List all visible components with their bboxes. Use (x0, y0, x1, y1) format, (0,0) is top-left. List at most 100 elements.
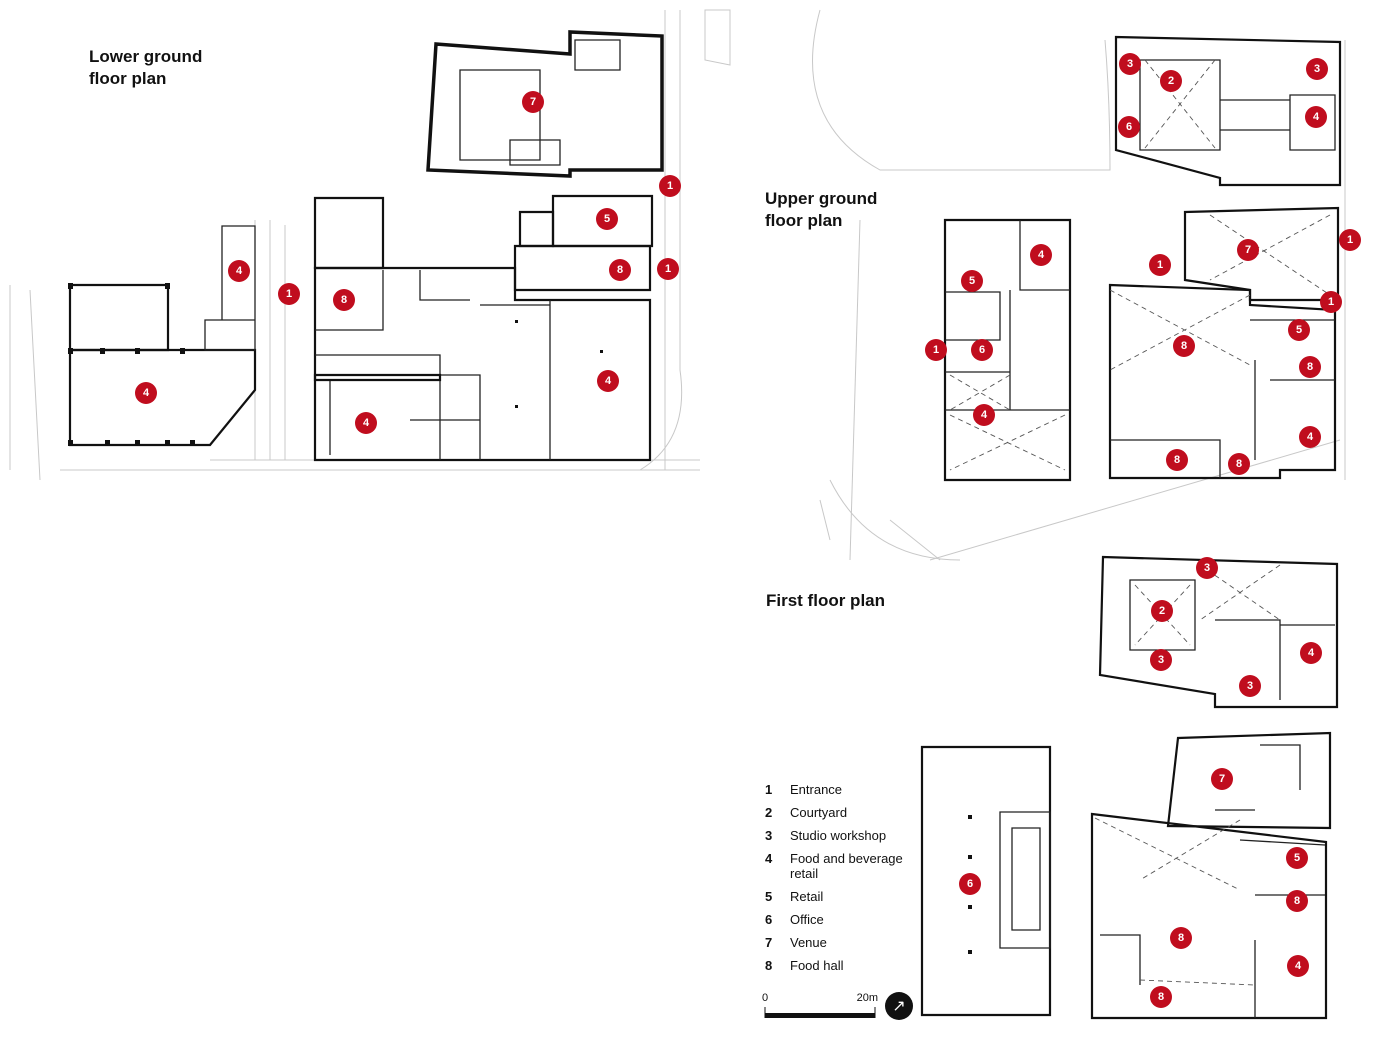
svg-text:6: 6 (967, 878, 973, 890)
legend-label: Office (790, 912, 824, 927)
svg-text:8: 8 (1178, 932, 1184, 944)
svg-text:4: 4 (981, 409, 988, 421)
svg-text:5: 5 (969, 275, 975, 287)
legend-number: 4 (765, 851, 773, 866)
svg-text:1: 1 (1157, 259, 1163, 271)
svg-text:1: 1 (933, 344, 939, 356)
marker-first-4: 4 (1300, 642, 1322, 664)
marker-first-2: 2 (1151, 600, 1173, 622)
svg-text:1: 1 (665, 263, 671, 275)
marker-first-8b: 8 (1170, 927, 1192, 949)
first-floor-bottom-plan (920, 731, 1332, 1020)
marker-lower-4b: 4 (597, 370, 619, 392)
marker-lower-8a: 8 (609, 259, 631, 281)
svg-text:3: 3 (1247, 680, 1253, 692)
marker-upper-6b: 6 (971, 339, 993, 361)
svg-text:7: 7 (530, 96, 536, 108)
svg-text:8: 8 (1294, 895, 1300, 907)
marker-upper-4c: 4 (973, 404, 995, 426)
marker-upper-8c: 8 (1166, 449, 1188, 471)
marker-upper-5a: 5 (961, 270, 983, 292)
marker-upper-1a: 1 (1149, 254, 1171, 276)
first-floor-title: First floor plan (766, 591, 885, 610)
marker-lower-8b: 8 (333, 289, 355, 311)
svg-text:8: 8 (1236, 458, 1242, 470)
svg-text:4: 4 (1307, 431, 1314, 443)
marker-lower-4c: 4 (135, 382, 157, 404)
svg-text:1: 1 (1328, 296, 1334, 308)
legend-label: Entrance (790, 782, 843, 797)
marker-first-5: 5 (1286, 847, 1308, 869)
marker-upper-7: 7 (1237, 239, 1259, 261)
marker-first-6: 6 (959, 873, 981, 895)
north-arrow-icon: ↗ (885, 992, 913, 1020)
marker-lower-1b: 1 (657, 258, 679, 280)
svg-text:1: 1 (286, 288, 292, 300)
legend-item: 7 Venue (765, 935, 925, 950)
svg-text:4: 4 (236, 265, 243, 277)
upper-ground-plan (704, 9, 1346, 561)
svg-text:4: 4 (363, 417, 370, 429)
svg-text:2: 2 (1159, 605, 1165, 617)
svg-text:5: 5 (1294, 852, 1300, 864)
legend-item: 1 Entrance (765, 782, 925, 797)
svg-text:8: 8 (1174, 454, 1180, 466)
svg-text:3: 3 (1204, 562, 1210, 574)
marker-lower-1a: 1 (659, 175, 681, 197)
legend-label: Retail (790, 889, 824, 904)
svg-text:6: 6 (979, 344, 985, 356)
svg-text:4: 4 (605, 375, 612, 387)
marker-lower-4a: 4 (228, 260, 250, 282)
svg-text:7: 7 (1219, 773, 1225, 785)
svg-text:4: 4 (1313, 111, 1320, 123)
marker-lower-4d: 4 (355, 412, 377, 434)
marker-upper-4b: 4 (1030, 244, 1052, 266)
svg-text:6: 6 (1126, 121, 1132, 133)
legend-label: Courtyard (790, 805, 848, 820)
scale-max-label: 20m (856, 992, 878, 1004)
legend-item: 3 Studio workshop (765, 828, 925, 843)
marker-first-3c: 3 (1239, 675, 1261, 697)
svg-text:1: 1 (1347, 234, 1353, 246)
marker-first-4b: 4 (1287, 955, 1309, 977)
marker-first-3b: 3 (1150, 649, 1172, 671)
svg-text:3: 3 (1127, 58, 1133, 70)
svg-text:5: 5 (604, 213, 610, 225)
legend-label: Studio workshop (790, 828, 887, 843)
marker-lower-1c: 1 (278, 283, 300, 305)
legend-number: 1 (765, 782, 773, 797)
marker-upper-5b: 5 (1288, 319, 1310, 341)
svg-text:4: 4 (143, 387, 150, 399)
legend-number: 7 (765, 935, 773, 950)
legend-number: 3 (765, 828, 773, 843)
marker-upper-6a: 6 (1118, 116, 1140, 138)
scale-zero-label: 0 (762, 992, 769, 1004)
marker-upper-1d: 1 (925, 339, 947, 361)
marker-upper-4a: 4 (1305, 106, 1327, 128)
marker-upper-2: 2 (1160, 70, 1182, 92)
marker-upper-3b: 3 (1306, 58, 1328, 80)
marker-first-3a: 3 (1196, 557, 1218, 579)
svg-text:5: 5 (1296, 324, 1302, 336)
legend-item: 5 Retail (765, 889, 925, 904)
legend-number: 8 (765, 958, 773, 973)
legend-item: 8 Food hall (765, 958, 925, 973)
svg-text:1: 1 (667, 180, 673, 192)
svg-text:4: 4 (1308, 647, 1315, 659)
marker-first-7: 7 (1211, 768, 1233, 790)
svg-text:8: 8 (1158, 991, 1164, 1003)
legend-label: Food hall (790, 958, 844, 973)
svg-text:7: 7 (1245, 244, 1251, 256)
marker-upper-8b: 8 (1299, 356, 1321, 378)
upper-ground-title: Upper ground floor plan (765, 189, 878, 230)
svg-text:8: 8 (617, 264, 623, 276)
svg-text:4: 4 (1295, 960, 1302, 972)
legend-label: Venue (790, 935, 827, 950)
legend-number: 5 (765, 889, 773, 904)
marker-upper-8d: 8 (1228, 453, 1250, 475)
svg-text:8: 8 (1307, 361, 1313, 373)
